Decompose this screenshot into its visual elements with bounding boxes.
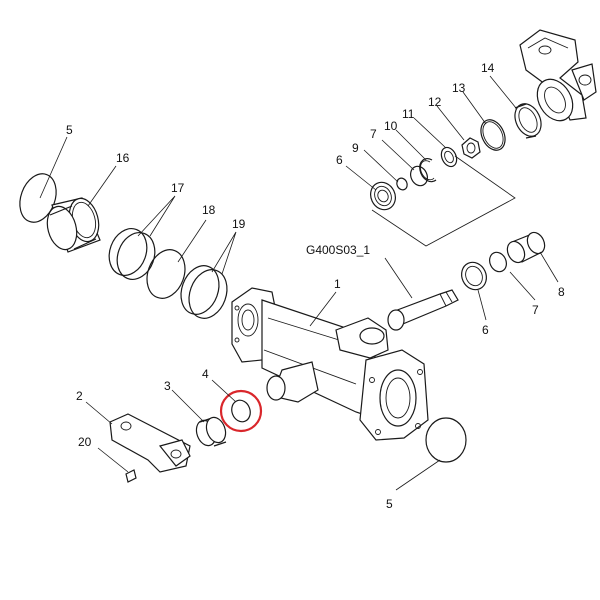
part-7-ring-upper[interactable] — [408, 164, 431, 189]
part-18-ring[interactable] — [141, 244, 192, 303]
part-9-ring[interactable] — [395, 176, 409, 191]
part-17-rings[interactable] — [103, 223, 161, 284]
part-6-bearing-upper[interactable] — [366, 178, 400, 214]
part-14-bushing[interactable] — [510, 100, 546, 141]
highlight-circle — [219, 389, 263, 433]
label-9: 9 — [352, 141, 359, 155]
label-assembly: G400S03_1 — [306, 243, 370, 257]
part-7-ring-lower[interactable] — [487, 250, 510, 275]
part-8-bushing[interactable] — [504, 230, 548, 266]
part-6-bearing-lower[interactable] — [457, 258, 491, 294]
part-11-washer[interactable] — [438, 145, 459, 169]
part-5-oring-left[interactable] — [13, 169, 62, 228]
part-2-bracket[interactable] — [109, 413, 191, 473]
label-17: 17 — [171, 181, 185, 195]
part-10-snap-ring[interactable] — [419, 158, 437, 183]
part-19-rings[interactable] — [175, 260, 234, 323]
part-16-bushing[interactable] — [43, 195, 103, 253]
label-19: 19 — [232, 217, 246, 231]
yoke-part-upper[interactable] — [519, 29, 597, 127]
label-5-left: 5 — [66, 123, 73, 137]
label-18: 18 — [202, 203, 216, 217]
part-4-ring[interactable] — [229, 398, 253, 425]
label-14: 14 — [481, 61, 495, 75]
label-10: 10 — [384, 119, 398, 133]
label-13: 13 — [452, 81, 466, 95]
label-6-upper: 6 — [336, 153, 343, 167]
part-5-oring-right[interactable] — [425, 417, 467, 463]
label-11: 11 — [402, 107, 415, 121]
label-20: 20 — [78, 435, 92, 449]
label-16: 16 — [116, 151, 130, 165]
part-20-bolt[interactable] — [125, 469, 137, 483]
label-1: 1 — [334, 277, 341, 291]
label-4: 4 — [202, 367, 209, 381]
leader-lines — [39, 75, 559, 491]
label-3: 3 — [164, 379, 171, 393]
label-12: 12 — [428, 95, 442, 109]
label-7-lower: 7 — [532, 303, 539, 317]
label-5-right: 5 — [386, 497, 393, 511]
pinion-shaft[interactable] — [387, 289, 459, 331]
part-13-ring[interactable] — [476, 116, 509, 154]
label-7-upper: 7 — [370, 127, 377, 141]
label-8: 8 — [558, 285, 565, 299]
label-2: 2 — [76, 389, 83, 403]
part-labels: 5 16 17 18 19 1 G400S03_1 2 3 4 20 5 6 7… — [66, 61, 565, 511]
label-6-lower: 6 — [482, 323, 489, 337]
part-3-sleeve[interactable] — [193, 415, 229, 449]
part-12-nut[interactable] — [461, 137, 481, 159]
part-1-axle-housing[interactable] — [231, 287, 429, 441]
